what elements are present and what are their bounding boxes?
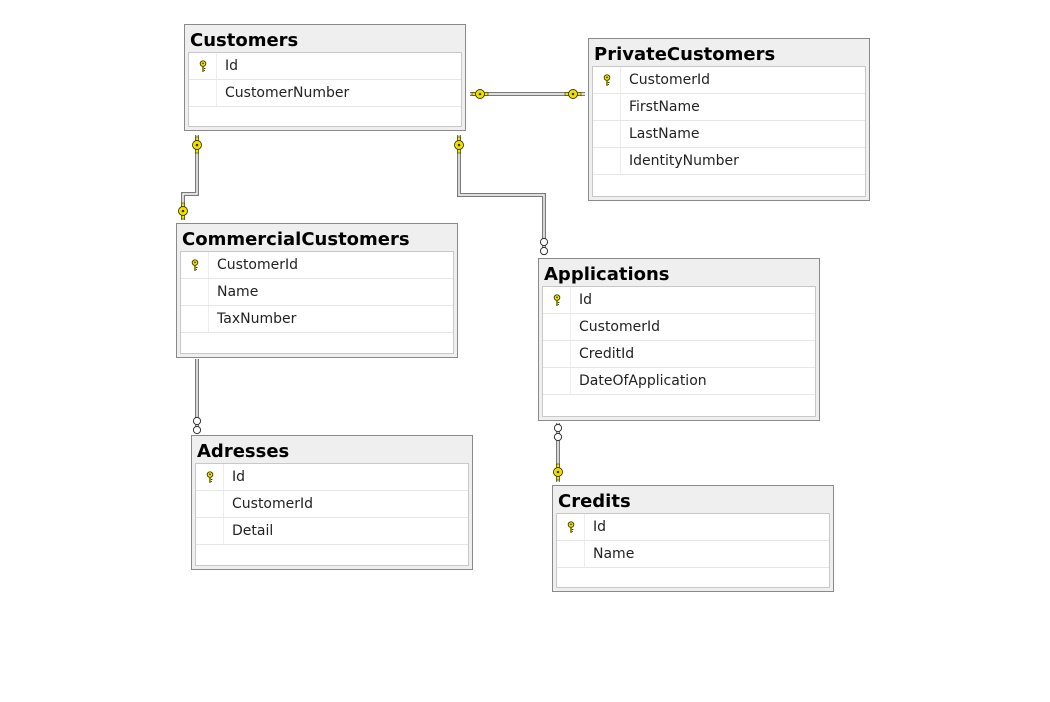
column-name: CustomerNumber xyxy=(225,85,350,101)
many-end-icon xyxy=(553,423,563,442)
relationship-customers-privatecustomers[interactable] xyxy=(470,89,585,99)
primary-key-icon xyxy=(551,294,563,306)
column-row[interactable]: Name xyxy=(181,279,453,306)
column-name: Id xyxy=(232,469,246,485)
column-name: Id xyxy=(593,519,607,535)
column-name: Id xyxy=(579,292,593,308)
row-selector[interactable] xyxy=(543,287,571,313)
column-row[interactable]: CustomerNumber xyxy=(189,80,461,107)
key-end-icon xyxy=(564,89,582,99)
row-selector[interactable] xyxy=(189,53,217,79)
row-selector[interactable] xyxy=(181,306,209,332)
column-row[interactable]: Detail xyxy=(196,518,468,545)
row-selector[interactable] xyxy=(593,121,621,147)
key-end-icon xyxy=(178,202,188,220)
primary-key-icon xyxy=(565,521,577,533)
column-name: DateOfApplication xyxy=(579,373,707,389)
primary-key-icon xyxy=(189,259,201,271)
table-title[interactable]: Customers xyxy=(190,30,299,51)
column-name: CustomerId xyxy=(232,496,314,512)
relationship-credits-applications[interactable] xyxy=(553,423,563,482)
key-end-icon xyxy=(471,89,489,99)
column-row[interactable]: Id xyxy=(557,514,829,541)
row-selector[interactable] xyxy=(543,341,571,367)
column-row[interactable]: CreditId xyxy=(543,341,815,368)
column-name: Name xyxy=(217,284,259,300)
relationship-commercialcustomers-adresses[interactable] xyxy=(192,359,202,435)
row-selector[interactable] xyxy=(593,148,621,174)
table-title[interactable]: Credits xyxy=(558,491,631,512)
row-selector[interactable] xyxy=(196,464,224,490)
table-title[interactable]: CommercialCustomers xyxy=(182,229,410,250)
column-name: LastName xyxy=(629,126,700,142)
column-row[interactable]: TaxNumber xyxy=(181,306,453,333)
many-end-icon xyxy=(192,416,202,435)
row-selector[interactable] xyxy=(196,491,224,517)
table-title[interactable]: Applications xyxy=(544,264,670,285)
many-end-icon xyxy=(539,237,549,256)
column-name: CustomerId xyxy=(217,257,299,273)
row-selector[interactable] xyxy=(181,252,209,278)
row-selector[interactable] xyxy=(593,67,621,93)
column-row[interactable]: Id xyxy=(196,464,468,491)
column-row[interactable]: CustomerId xyxy=(181,252,453,279)
column-name: CustomerId xyxy=(629,72,711,88)
column-row[interactable]: Name xyxy=(557,541,829,568)
key-end-icon xyxy=(553,463,563,481)
table-title[interactable]: PrivateCustomers xyxy=(594,44,776,65)
table-title[interactable]: Adresses xyxy=(197,441,290,462)
column-row[interactable]: IdentityNumber xyxy=(593,148,865,175)
primary-key-icon xyxy=(197,60,209,72)
row-selector[interactable] xyxy=(593,94,621,120)
column-name: CustomerId xyxy=(579,319,661,335)
row-selector[interactable] xyxy=(557,514,585,540)
key-end-icon xyxy=(454,136,464,154)
column-name: Detail xyxy=(232,523,274,539)
column-name: Id xyxy=(225,58,239,74)
row-selector[interactable] xyxy=(557,541,585,567)
primary-key-icon xyxy=(601,74,613,86)
row-selector[interactable] xyxy=(543,368,571,394)
column-row[interactable]: DateOfApplication xyxy=(543,368,815,395)
relationship-customers-applications[interactable] xyxy=(454,135,549,256)
column-row[interactable]: LastName xyxy=(593,121,865,148)
column-name: Name xyxy=(593,546,635,562)
row-selector[interactable] xyxy=(181,279,209,305)
column-name: TaxNumber xyxy=(217,311,297,327)
column-name: IdentityNumber xyxy=(629,153,739,169)
primary-key-icon xyxy=(204,471,216,483)
column-row[interactable]: Id xyxy=(543,287,815,314)
column-row[interactable]: CustomerId xyxy=(543,314,815,341)
row-selector[interactable] xyxy=(543,314,571,340)
key-end-icon xyxy=(192,136,202,154)
column-row[interactable]: CustomerId xyxy=(593,67,865,94)
column-row[interactable]: CustomerId xyxy=(196,491,468,518)
row-selector[interactable] xyxy=(196,518,224,544)
relationship-customers-commercialcustomers[interactable] xyxy=(178,135,202,220)
column-row[interactable]: Id xyxy=(189,53,461,80)
column-name: FirstName xyxy=(629,99,700,115)
column-name: CreditId xyxy=(579,346,635,362)
row-selector[interactable] xyxy=(189,80,217,106)
column-row[interactable]: FirstName xyxy=(593,94,865,121)
